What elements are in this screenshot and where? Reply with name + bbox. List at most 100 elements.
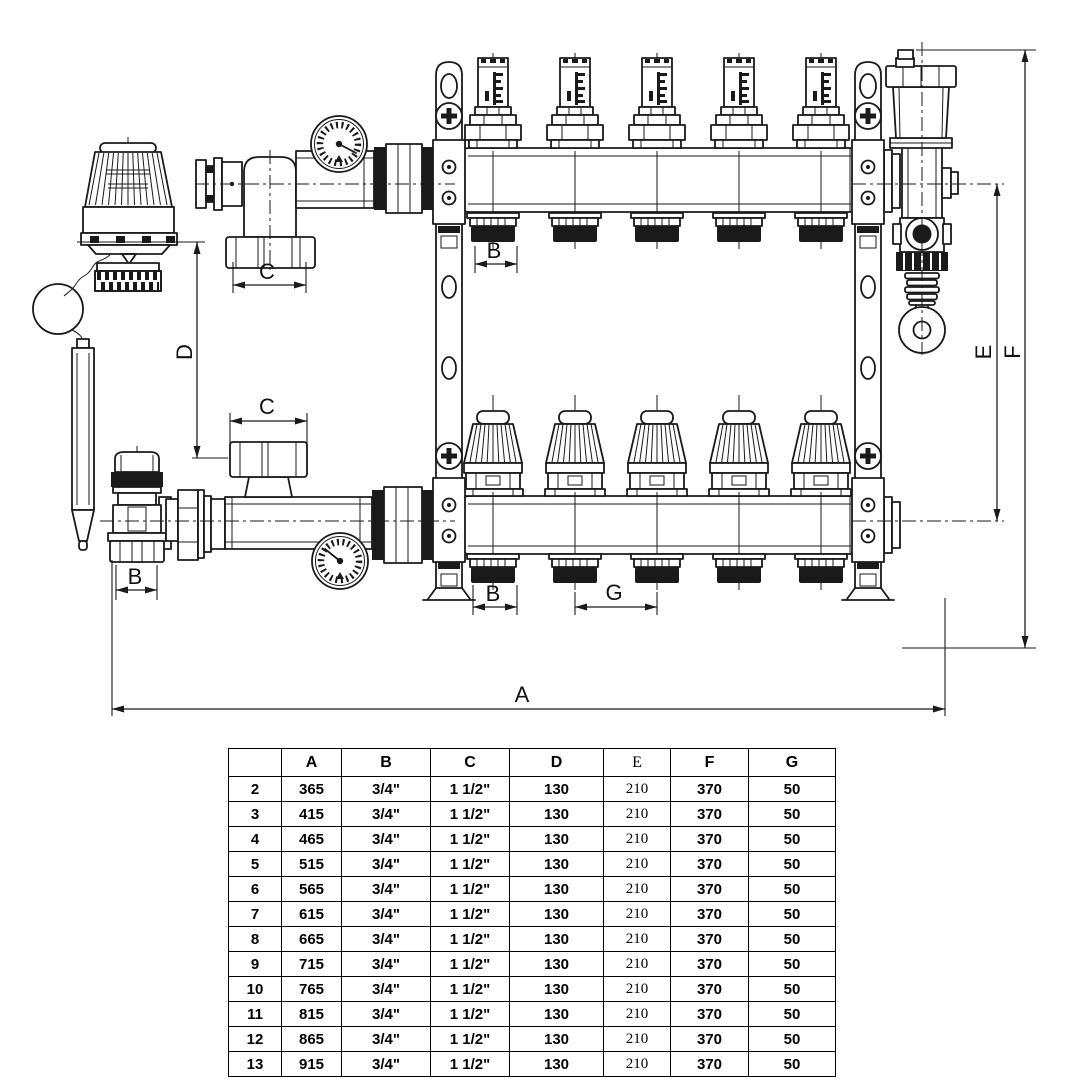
dim-label-g: G [605,580,622,605]
dim-label-c-bottom: C [259,394,275,419]
table-cell: 7 [228,901,282,927]
table-cell: 3/4" [341,951,431,977]
dim-label-b-bottom: B [486,581,501,606]
table-cell: 1 1/2" [430,1051,510,1077]
flow-meters [464,52,850,149]
dim-label-d: D [172,344,197,360]
dimension-c-bottom: C [229,394,308,447]
table-cell: 50 [748,951,836,977]
table-cell: 815 [281,1001,342,1027]
table-cell: 465 [281,826,342,852]
capillary-coil [32,283,84,335]
valve-actuators [462,394,852,497]
table-cell: 5 [228,851,282,877]
table-cell: 415 [281,801,342,827]
dim-label-f: F [1000,345,1025,358]
return-pressure-gauge [312,533,368,589]
table-cell: 50 [748,801,836,827]
table-cell: 9 [228,951,282,977]
table-cell: 370 [670,801,749,827]
table-cell: 50 [748,1051,836,1077]
table-cell: 1 1/2" [430,876,510,902]
table-cell: 3 [228,801,282,827]
table-cell: 3/4" [341,776,431,802]
air-vent [876,49,959,219]
table-cell: 3/4" [341,1001,431,1027]
column-header: B [341,748,431,777]
table-cell: 3/4" [341,851,431,877]
table-cell: 8 [228,926,282,952]
table-cell: 3/4" [341,801,431,827]
table-cell: 1 1/2" [430,851,510,877]
table-cell: 12 [228,1026,282,1052]
table-cell: 370 [670,1001,749,1027]
table-cell: 370 [670,901,749,927]
dimension-a: A [111,560,946,716]
table-cell: 370 [670,851,749,877]
dimension-b-top: B [474,238,518,273]
centerlines [100,42,1004,522]
table-cell: 370 [670,951,749,977]
table-cell: 3/4" [341,1051,431,1077]
table-cell: 370 [670,876,749,902]
table-cell: 665 [281,926,342,952]
supply-manifold [455,147,854,213]
table-cell: 210 [603,876,671,902]
table-cell: 210 [603,926,671,952]
table-cell: 1 1/2" [430,976,510,1002]
table-cell: 11 [228,1001,282,1027]
table-cell: 1 1/2" [430,826,510,852]
table-cell: 3/4" [341,826,431,852]
column-header: E [603,748,671,777]
table-cell: 6 [228,876,282,902]
table-cell: 210 [603,1051,671,1077]
table-cell: 1 1/2" [430,926,510,952]
dimension-d: D [77,241,228,459]
table-cell: 3/4" [341,976,431,1002]
table-cell: 130 [509,901,604,927]
table-cell: 130 [509,1051,604,1077]
table-cell: 370 [670,826,749,852]
table-cell: 50 [748,901,836,927]
table-cell: 50 [748,851,836,877]
table-cell: 130 [509,876,604,902]
table-cell: 130 [509,976,604,1002]
table-cell: 13 [228,1051,282,1077]
table-cell: 3/4" [341,1026,431,1052]
dim-label-a: A [515,682,530,707]
table-cell: 130 [509,776,604,802]
table-cell: 130 [509,801,604,827]
table-cell: 50 [748,876,836,902]
table-cell: 615 [281,901,342,927]
table-cell: 1 1/2" [430,901,510,927]
table-cell: 765 [281,976,342,1002]
dim-label-e: E [971,345,996,360]
dimension-b-bottom: B [472,581,518,615]
table-cell: 50 [748,776,836,802]
return-manifold [455,495,901,555]
supply-pressure-gauge [311,116,367,172]
table-cell: 210 [603,801,671,827]
table-cell: 210 [603,1001,671,1027]
dimension-f: F [902,49,1036,649]
table-cell: 130 [509,1026,604,1052]
dim-label-c-top: C [259,259,275,284]
table-cell: 715 [281,951,342,977]
table-cell: 370 [670,976,749,1002]
table-cell: 1 1/2" [430,801,510,827]
column-header: G [748,748,836,777]
table-cell: 1 1/2" [430,951,510,977]
table-cell: 50 [748,1001,836,1027]
thermostatic-head [80,137,178,292]
table-cell: 210 [603,901,671,927]
table-cell: 4 [228,826,282,852]
